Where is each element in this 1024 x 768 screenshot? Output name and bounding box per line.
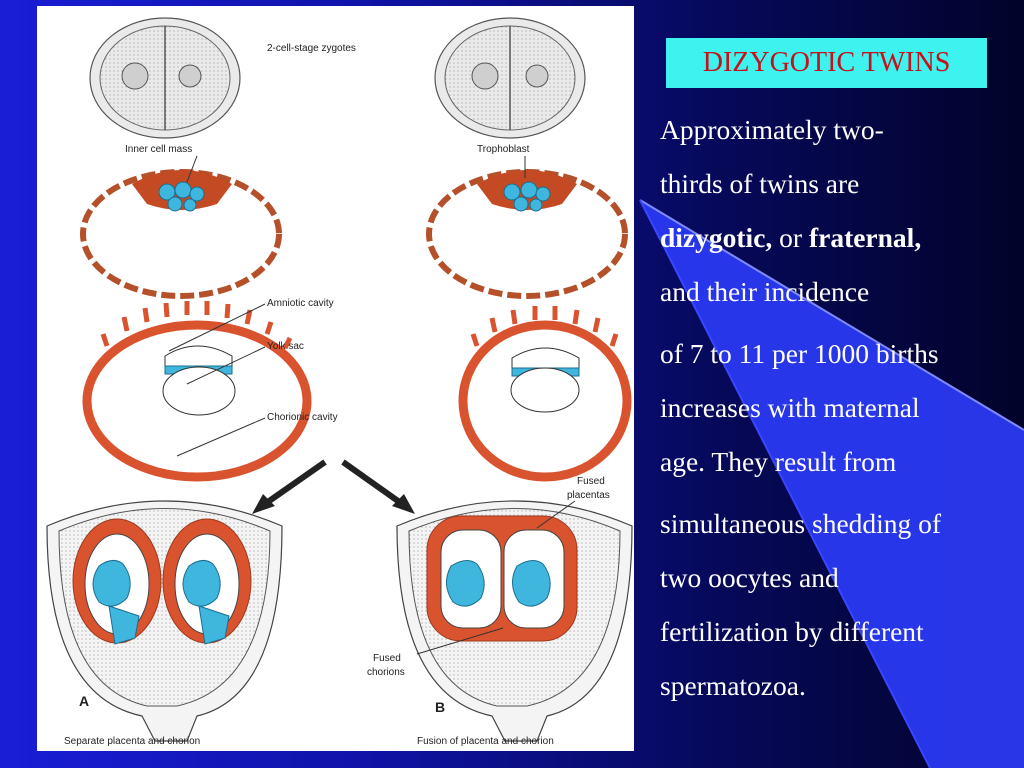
label-amniotic-cavity: Amniotic cavity — [267, 298, 334, 309]
caption-a: Separate placenta and chorion — [64, 736, 200, 747]
label-panel-a: A — [79, 693, 89, 709]
zygote-right — [434, 17, 586, 139]
text-run: increases with maternal — [660, 392, 920, 423]
body-line: simultaneous shedding of — [660, 508, 941, 539]
slide-title: DIZYGOTIC TWINS — [666, 38, 987, 88]
text-run: simultaneous shedding of — [660, 508, 942, 539]
blastocyst-right — [426, 169, 628, 299]
body-paragraph: simultaneous shedding of two oocytes and f… — [660, 497, 1020, 713]
chorionic-vesicle-left — [82, 301, 312, 482]
zygote-left — [89, 17, 241, 139]
body-line: age. They result from — [660, 446, 896, 477]
body-line: Approximately two- — [660, 114, 884, 145]
label-yolk-sac: Yolk sac — [267, 341, 304, 352]
body-paragraph: Approximately two-thirds of twins are diz… — [660, 103, 1020, 319]
emphasis-term: fraternal, — [808, 222, 922, 253]
text-run: of 7 to 11 per 1000 births — [660, 338, 939, 369]
label-chorionic-cavity: Chorionic cavity — [267, 412, 338, 423]
text-run: and their incidence — [660, 276, 870, 307]
label-inner-cell-mass: Inner cell mass — [125, 144, 192, 155]
body-line: increases with maternal — [660, 392, 920, 423]
twin-development-diagram: 2-cell-stage zygotes Inner cell mass Tro… — [46, 17, 633, 747]
body-line: of 7 to 11 per 1000 births — [660, 338, 939, 369]
body-line: dizygotic, or fraternal, — [660, 222, 921, 253]
body-paragraph: of 7 to 11 per 1000 births increases with… — [660, 327, 1020, 489]
body-line: spermatozoa. — [660, 670, 806, 701]
text-run: thirds of twins are — [660, 168, 860, 199]
blastocyst-left — [80, 169, 282, 299]
text-run: fertilization by different — [660, 616, 924, 647]
label-fused-placentas-line2: placentas — [567, 490, 610, 501]
label-fused-placentas-line1: Fused — [577, 476, 605, 487]
label-fused-chorions-line2: chorions — [367, 667, 405, 678]
body-line: fertilization by different — [660, 616, 924, 647]
uterus-separate — [46, 500, 283, 742]
label-zygotes: 2-cell-stage zygotes — [267, 43, 356, 54]
text-run: age. They result from — [660, 446, 897, 477]
arrow-right — [341, 459, 415, 514]
body-text: Approximately two-thirds of twins are diz… — [660, 103, 1020, 713]
text-run: spermatozoa. — [660, 670, 806, 701]
body-line: thirds of twins are — [660, 168, 859, 199]
text-run: or — [772, 222, 809, 253]
emphasis-term: dizygotic, — [660, 222, 773, 253]
label-trophoblast: Trophoblast — [477, 144, 530, 155]
text-run: two oocytes and — [660, 562, 839, 593]
body-line: and their incidence — [660, 276, 869, 307]
text-run: Approximately two- — [660, 114, 884, 145]
uterus-fused — [396, 500, 633, 742]
label-panel-b: B — [435, 699, 445, 715]
caption-b: Fusion of placenta and chorion — [417, 736, 554, 747]
embryology-figure: 2-cell-stage zygotes Inner cell mass Tro… — [37, 6, 634, 751]
chorionic-vesicle-right — [458, 306, 632, 482]
arrow-left — [252, 459, 327, 514]
label-fused-chorions-line1: Fused — [373, 653, 401, 664]
body-line: two oocytes and — [660, 562, 839, 593]
